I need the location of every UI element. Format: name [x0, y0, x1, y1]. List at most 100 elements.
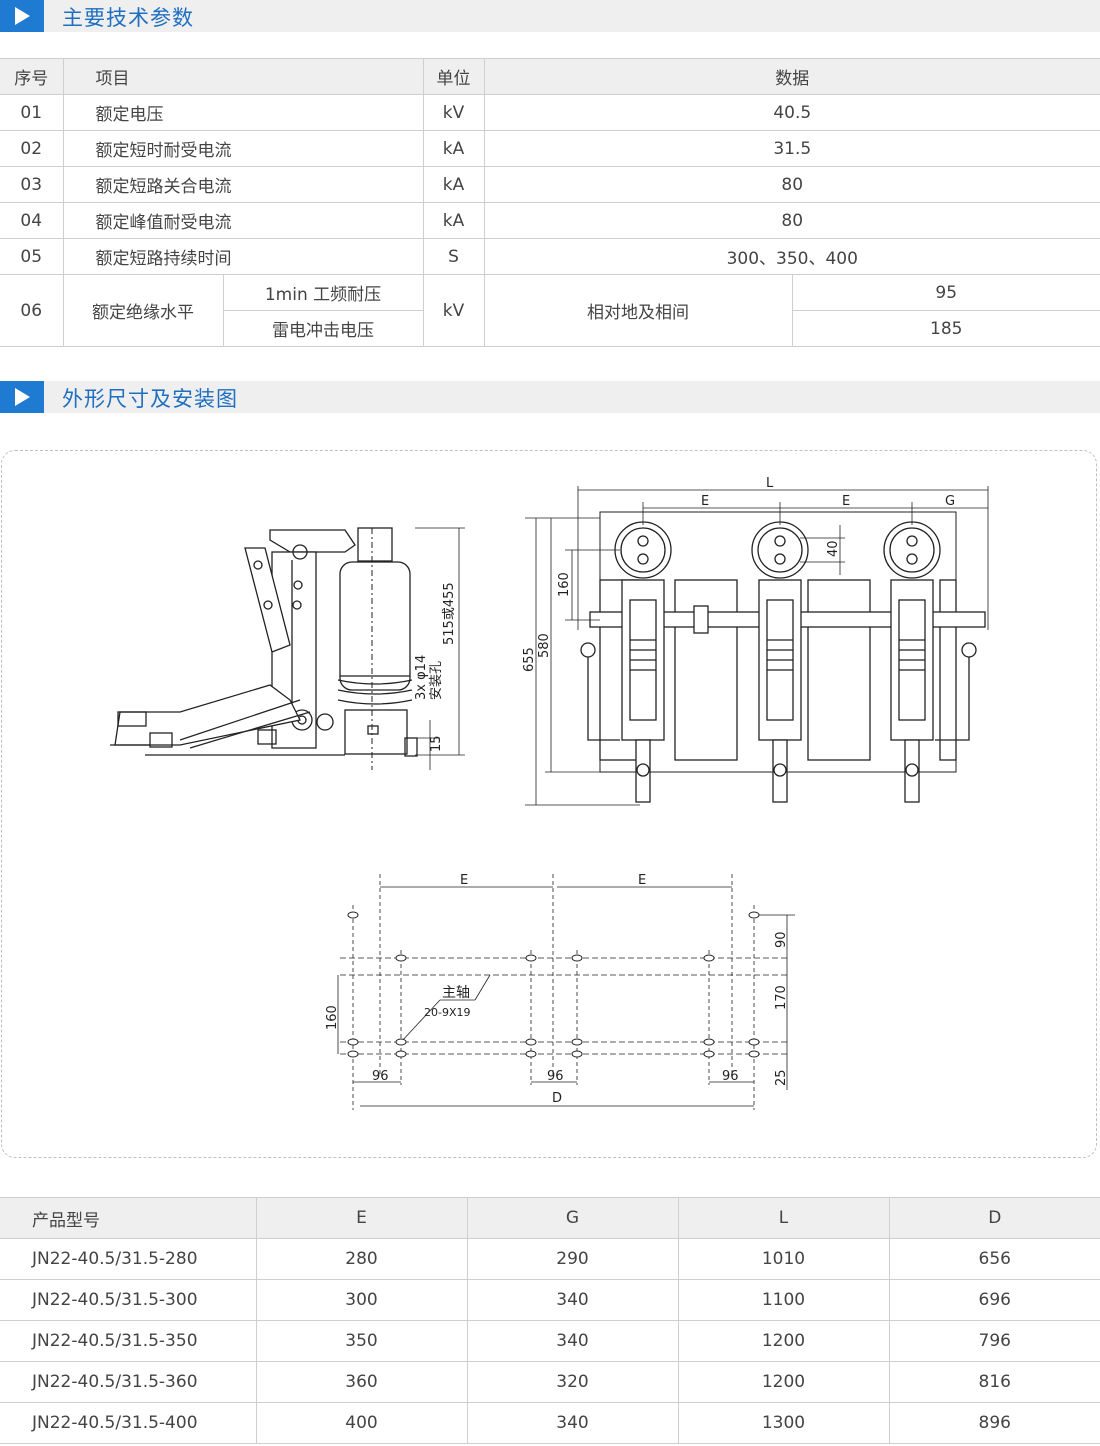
cell-L: 1100: [677, 1279, 890, 1321]
holes-label: 3x φ14: [414, 655, 429, 700]
drawing-panel: [1, 450, 1097, 1158]
cell-L: 1200: [677, 1320, 890, 1362]
section-title: 外形尺寸及安装图: [62, 387, 238, 411]
cell-value: 185: [791, 310, 1100, 347]
header-data: 数据: [483, 58, 1100, 95]
pole-1: [614, 521, 672, 803]
cell-subitem: 1min 工频耐压: [222, 274, 424, 311]
cell-G: 340: [466, 1279, 679, 1321]
cell-value: 31.5: [483, 130, 1100, 167]
header-D: D: [888, 1197, 1100, 1239]
plan-dim-170: 170: [774, 985, 789, 1010]
dim-655: 655: [522, 647, 537, 672]
dim-E2: E: [842, 494, 850, 509]
table-row: 03 额定短路关合电流 kA 80: [0, 166, 1100, 203]
section-title: 主要技术参数: [62, 6, 194, 30]
cell-value: 80: [483, 166, 1100, 203]
table-row: 02 额定短时耐受电流 kA 31.5: [0, 130, 1100, 167]
table-row: 06 额定绝缘水平 1min 工频耐压 kV 相对地及相间 95: [0, 274, 1100, 347]
mount-holes: [347, 911, 760, 1058]
cell-L: 1300: [677, 1402, 890, 1444]
table-header: 产品型号 E G L D: [0, 1197, 1100, 1239]
cell-value: 80: [483, 202, 1100, 239]
pole-3: [883, 521, 941, 803]
models-table: 产品型号 E G L D JN22-40.5/31.5-280 280 290 …: [0, 1197, 1100, 1444]
table-row: 05 额定短路持续时间 S 300、350、400: [0, 238, 1100, 275]
section-header-params: 主要技术参数: [0, 0, 1100, 32]
pole-2: [751, 521, 809, 803]
header-G: G: [466, 1197, 679, 1239]
cell-D: 816: [888, 1361, 1100, 1403]
dim-L: L: [766, 476, 774, 491]
cell-model: JN22-40.5/31.5-350: [0, 1320, 257, 1362]
main-shaft-label: 主轴: [442, 985, 470, 1001]
cell-D: 796: [888, 1320, 1100, 1362]
cell-L: 1200: [677, 1361, 890, 1403]
cell-E: 300: [255, 1279, 468, 1321]
cell-model: JN22-40.5/31.5-400: [0, 1402, 257, 1444]
cell-subitem: 雷电冲击电压: [223, 310, 424, 347]
cell-item: 额定峰值耐受电流: [62, 202, 424, 239]
dim-G: G: [945, 494, 955, 509]
table-row: JN22-40.5/31.5-280 280 290 1010 656: [0, 1238, 1100, 1280]
cell-E: 360: [255, 1361, 468, 1403]
table-row: 01 额定电压 kV 40.5: [0, 94, 1100, 131]
cell-E: 400: [255, 1402, 468, 1444]
table-header: 序号 项目 单位 数据: [0, 58, 1100, 95]
plan-dim-E1: E: [460, 873, 468, 888]
base-height-label: 15: [429, 735, 444, 752]
cell-model: JN22-40.5/31.5-360: [0, 1361, 257, 1403]
table-row: 04 额定峰值耐受电流 kA 80: [0, 202, 1100, 239]
section-header-drawing: 外形尺寸及安装图: [0, 381, 1100, 413]
cell-unit: S: [422, 238, 485, 275]
cell-no: 03: [0, 166, 64, 203]
cell-E: 350: [255, 1320, 468, 1362]
plan-dim-96b: 96: [547, 1069, 564, 1084]
header-E: E: [255, 1197, 468, 1239]
plan-holes-label: 20-9X19: [424, 1006, 471, 1019]
plan-dim-96c: 96: [722, 1069, 739, 1084]
dim-580: 580: [537, 633, 552, 658]
header-item: 项目: [62, 58, 424, 95]
cell-D: 696: [888, 1279, 1100, 1321]
plan-dim-25: 25: [774, 1069, 789, 1086]
cell-model: JN22-40.5/31.5-280: [0, 1238, 257, 1280]
cell-unit: kV: [422, 274, 485, 347]
table-row: JN22-40.5/31.5-300 300 340 1100 696: [0, 1279, 1100, 1321]
table-row: 雷电冲击电压 185: [0, 310, 1100, 347]
dim-E1: E: [701, 494, 709, 509]
cell-no: 06: [0, 274, 64, 347]
plan-dim-160: 160: [325, 1005, 340, 1030]
cell-no: 05: [0, 238, 64, 275]
cell-value: 300、350、400: [483, 238, 1100, 275]
holes-note-label: 安装孔: [429, 661, 444, 700]
table-row: JN22-40.5/31.5-360 360 320 1200 816: [0, 1361, 1100, 1403]
header-L: L: [677, 1197, 890, 1239]
front-view: [525, 486, 989, 806]
cell-item: 额定电压: [62, 94, 424, 131]
cell-unit: kV: [422, 94, 485, 131]
table-row: JN22-40.5/31.5-400 400 340 1300 896: [0, 1402, 1100, 1444]
cell-G: 290: [466, 1238, 679, 1280]
play-icon: [0, 0, 44, 32]
side-height-label: 515或455: [442, 582, 457, 645]
dim-40: 40: [826, 540, 841, 557]
play-icon: [0, 381, 44, 413]
cell-unit: kA: [422, 202, 485, 239]
cell-D: 656: [888, 1238, 1100, 1280]
plan-dim-E2: E: [638, 873, 646, 888]
header-unit: 单位: [422, 58, 485, 95]
plan-dim-90: 90: [774, 931, 789, 948]
cell-E: 280: [255, 1238, 468, 1280]
params-table: 序号 项目 单位 数据 01 额定电压 kV 40.5 02 额定短时耐受电流 …: [0, 58, 1100, 347]
cell-no: 01: [0, 94, 64, 131]
cell-G: 340: [466, 1320, 679, 1362]
cell-category: 相对地及相间: [483, 274, 793, 347]
cell-item: 额定短路关合电流: [62, 166, 424, 203]
cell-unit: kA: [422, 130, 485, 167]
cell-item: 额定短时耐受电流: [62, 130, 424, 167]
plan-view: [337, 874, 795, 1110]
cell-value: 40.5: [483, 94, 1100, 131]
table-row: JN22-40.5/31.5-350 350 340 1200 796: [0, 1320, 1100, 1362]
cell-G: 340: [466, 1402, 679, 1444]
